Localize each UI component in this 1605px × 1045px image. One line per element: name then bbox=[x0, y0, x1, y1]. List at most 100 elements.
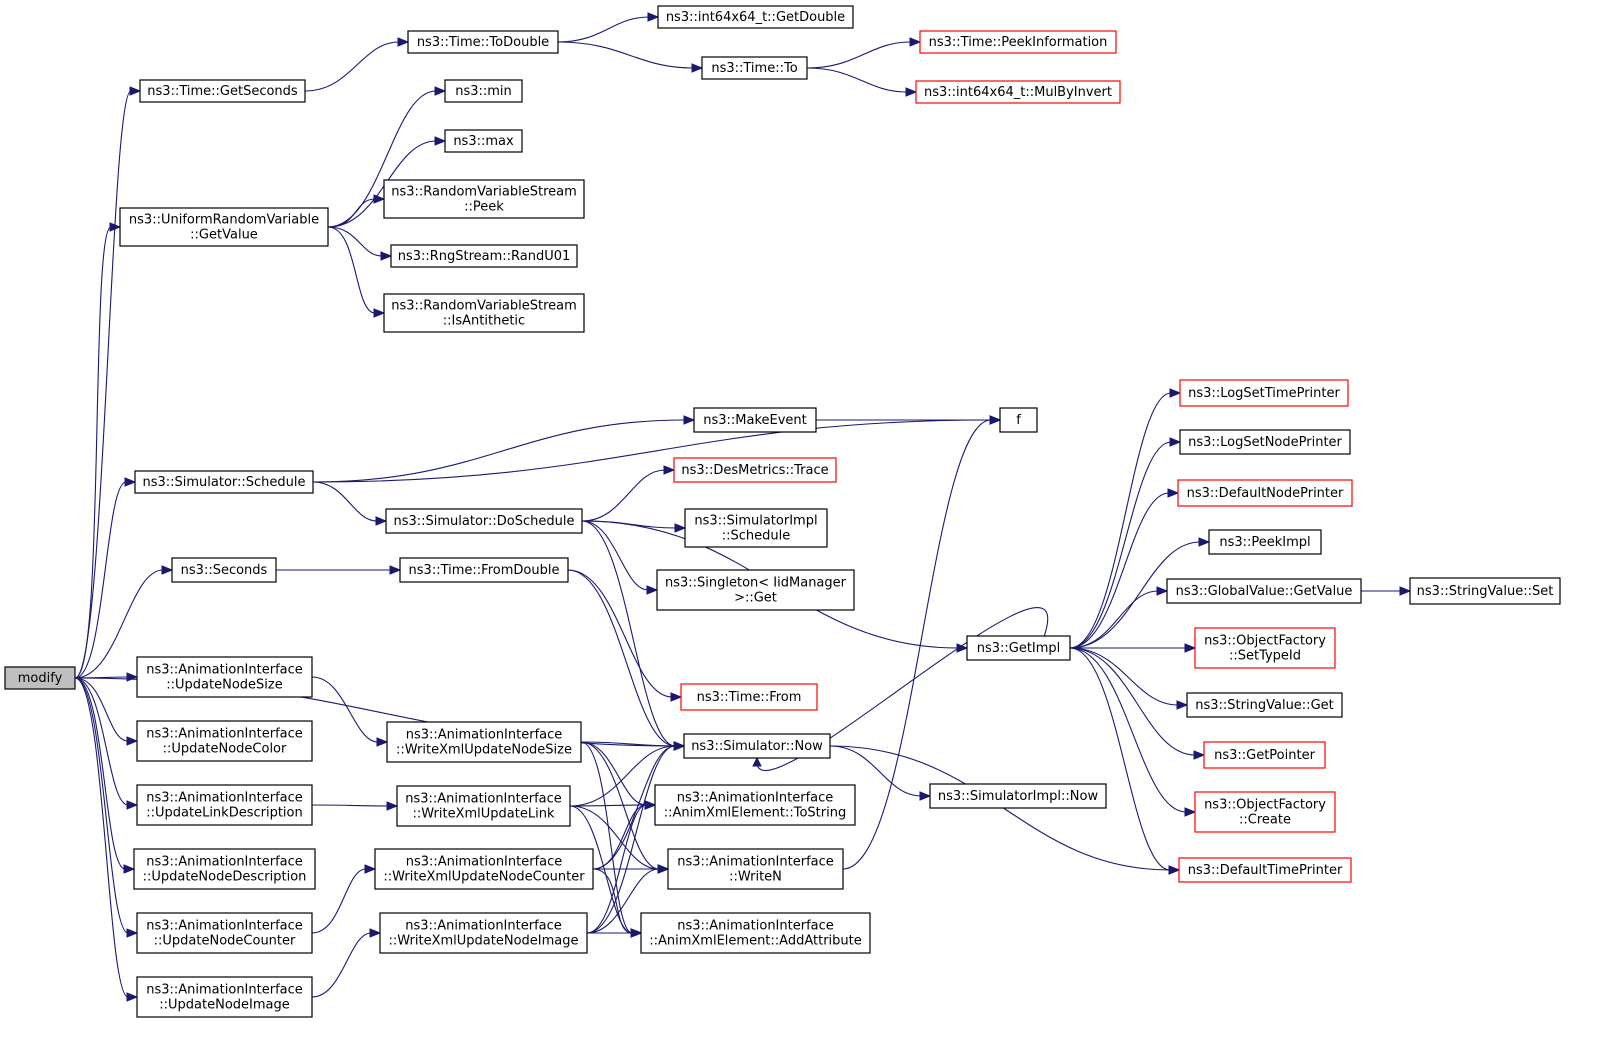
node-ofcreate-box bbox=[1194, 791, 1336, 833]
node-lognode-label-0: ns3::LogSetNodePrinter bbox=[1188, 435, 1342, 450]
node-gvgetvalue[interactable]: ns3::GlobalValue::GetValue bbox=[1166, 578, 1362, 604]
node-ofcreate[interactable]: ns3::ObjectFactory::Create bbox=[1194, 791, 1336, 833]
node-uplinkdesc-label-1: ::UpdateLinkDescription bbox=[146, 806, 303, 821]
node-deftime-label-0: ns3::DefaultTimePrinter bbox=[1188, 863, 1343, 878]
node-implnow[interactable]: ns3::SimulatorImpl::Now bbox=[929, 783, 1107, 809]
node-isanti[interactable]: ns3::RandomVariableStream::IsAntithetic bbox=[383, 293, 585, 333]
node-seconds-box bbox=[171, 557, 277, 583]
node-defnode[interactable]: ns3::DefaultNodePrinter bbox=[1177, 479, 1353, 507]
node-addattr[interactable]: ns3::AnimationInterface::AnimXmlElement:… bbox=[640, 912, 871, 954]
node-upnodecolor-box bbox=[136, 720, 313, 762]
node-max[interactable]: ns3::max bbox=[444, 129, 523, 153]
node-modify-box bbox=[4, 666, 76, 690]
node-upnodeimage-box bbox=[136, 976, 313, 1018]
node-getdouble[interactable]: ns3::int64x64_t::GetDouble bbox=[657, 5, 854, 29]
node-upnodedesc[interactable]: ns3::AnimationInterface::UpdateNodeDescr… bbox=[133, 848, 316, 890]
arrowhead-seconds-to-fromdouble bbox=[389, 565, 402, 575]
node-min[interactable]: ns3::min bbox=[444, 79, 523, 103]
node-now[interactable]: ns3::Simulator::Now bbox=[683, 733, 831, 759]
arrowhead-doschedule-to-singleton bbox=[646, 585, 659, 595]
node-peekinfo[interactable]: ns3::Time::PeekInformation bbox=[919, 30, 1117, 54]
node-peekimpl-label-0: ns3::PeekImpl bbox=[1219, 535, 1310, 550]
edge-uniform-to-randu01 bbox=[327, 226, 383, 257]
node-wxnodecounter-box bbox=[374, 848, 594, 890]
node-from[interactable]: ns3::Time::From bbox=[680, 683, 818, 711]
node-doschedule[interactable]: ns3::Simulator::DoSchedule bbox=[385, 508, 583, 534]
node-writen[interactable]: ns3::AnimationInterface::WriteN bbox=[667, 848, 844, 890]
edge-modify-to-upnodecounter bbox=[74, 677, 129, 934]
edge-uniform-to-min bbox=[327, 90, 437, 228]
node-f[interactable]: f bbox=[999, 407, 1038, 433]
node-wxlink[interactable]: ns3::AnimationInterface::WriteXmlUpdateL… bbox=[396, 785, 571, 827]
node-schedule-label-0: ns3::Simulator::Schedule bbox=[142, 475, 305, 490]
node-fromdouble[interactable]: ns3::Time::FromDouble bbox=[399, 557, 569, 583]
edge-schedule-to-doschedule bbox=[312, 481, 378, 522]
edge-modify-to-seconds bbox=[74, 569, 164, 679]
node-defnode-box bbox=[1177, 479, 1353, 507]
node-getseconds[interactable]: ns3::Time::GetSeconds bbox=[139, 79, 306, 103]
edge-getimpl-to-svget bbox=[1069, 647, 1179, 706]
node-peekimpl[interactable]: ns3::PeekImpl bbox=[1208, 529, 1322, 555]
node-tostring-label-0: ns3::AnimationInterface bbox=[677, 791, 834, 806]
node-peekinfo-label-0: ns3::Time::PeekInformation bbox=[929, 35, 1108, 50]
node-wxnodecounter[interactable]: ns3::AnimationInterface::WriteXmlUpdateN… bbox=[374, 848, 594, 890]
node-peek[interactable]: ns3::RandomVariableStream::Peek bbox=[383, 179, 585, 219]
node-upnodesize[interactable]: ns3::AnimationInterface::UpdateNodeSize bbox=[136, 656, 313, 698]
node-to[interactable]: ns3::Time::To bbox=[701, 56, 808, 80]
node-uplinkdesc[interactable]: ns3::AnimationInterface::UpdateLinkDescr… bbox=[136, 784, 313, 826]
node-svset[interactable]: ns3::StringValue::Set bbox=[1409, 577, 1561, 605]
node-wxnodeimage[interactable]: ns3::AnimationInterface::WriteXmlUpdateN… bbox=[379, 912, 588, 954]
node-schedule[interactable]: ns3::Simulator::Schedule bbox=[134, 470, 314, 494]
node-makeevent[interactable]: ns3::MakeEvent bbox=[693, 407, 817, 433]
node-max-box bbox=[444, 129, 523, 153]
node-lognode[interactable]: ns3::LogSetNodePrinter bbox=[1179, 429, 1351, 455]
node-getpointer[interactable]: ns3::GetPointer bbox=[1203, 741, 1326, 769]
node-getimpl-box bbox=[966, 635, 1071, 661]
node-gvgetvalue-box bbox=[1166, 578, 1362, 604]
node-uniform-box bbox=[119, 207, 329, 247]
node-deftime[interactable]: ns3::DefaultTimePrinter bbox=[1178, 857, 1352, 883]
arrowhead-modify-to-upnodeimage bbox=[126, 992, 139, 1002]
node-trace-label-0: ns3::DesMetrics::Trace bbox=[681, 463, 828, 478]
node-singleton-label-0: ns3::Singleton< IidManager bbox=[665, 576, 847, 591]
node-now-label-0: ns3::Simulator::Now bbox=[691, 739, 823, 754]
node-uniform[interactable]: ns3::UniformRandomVariable::GetValue bbox=[119, 207, 329, 247]
node-todouble[interactable]: ns3::Time::ToDouble bbox=[407, 30, 559, 54]
node-from-label-0: ns3::Time::From bbox=[697, 690, 802, 705]
edge-to-to-peekinfo bbox=[806, 41, 912, 69]
node-upnodeimage[interactable]: ns3::AnimationInterface::UpdateNodeImage bbox=[136, 976, 313, 1018]
edge-wxlink-to-now bbox=[569, 745, 676, 807]
node-singleton[interactable]: ns3::Singleton< IidManager>::Get bbox=[656, 569, 855, 611]
edge-wxnodesize-to-addattr bbox=[580, 741, 633, 934]
node-logtime[interactable]: ns3::LogSetTimePrinter bbox=[1179, 379, 1349, 407]
node-implschedule-label-0: ns3::SimulatorImpl bbox=[694, 514, 817, 529]
node-modify[interactable]: modify bbox=[4, 666, 76, 690]
node-settypeid-box bbox=[1194, 627, 1336, 669]
node-uplinkdesc-label-0: ns3::AnimationInterface bbox=[146, 791, 303, 806]
node-settypeid[interactable]: ns3::ObjectFactory::SetTypeId bbox=[1194, 627, 1336, 669]
edge-modify-to-upnodecolor bbox=[74, 677, 129, 742]
node-makeevent-box bbox=[693, 407, 817, 433]
node-settypeid-label-0: ns3::ObjectFactory bbox=[1204, 634, 1326, 649]
edge-fromdouble-to-from bbox=[567, 569, 673, 698]
node-randu01[interactable]: ns3::RngStream::RandU01 bbox=[390, 244, 578, 268]
node-tostring[interactable]: ns3::AnimationInterface::AnimXmlElement:… bbox=[654, 784, 856, 826]
node-implschedule[interactable]: ns3::SimulatorImpl::Schedule bbox=[684, 508, 828, 548]
node-gvgetvalue-label-0: ns3::GlobalValue::GetValue bbox=[1176, 584, 1353, 599]
node-upnodecounter[interactable]: ns3::AnimationInterface::UpdateNodeCount… bbox=[136, 912, 313, 954]
node-upnodecolor[interactable]: ns3::AnimationInterface::UpdateNodeColor bbox=[136, 720, 313, 762]
node-svget[interactable]: ns3::StringValue::Get bbox=[1186, 692, 1343, 718]
node-seconds[interactable]: ns3::Seconds bbox=[171, 557, 277, 583]
node-mulbyinvert[interactable]: ns3::int64x64_t::MulByInvert bbox=[915, 80, 1121, 104]
node-getdouble-box bbox=[657, 5, 854, 29]
arrowhead-getimpl-to-ofcreate bbox=[1184, 807, 1197, 817]
node-getimpl-label-0: ns3::GetImpl bbox=[977, 641, 1061, 656]
node-getpointer-label-0: ns3::GetPointer bbox=[1214, 748, 1315, 763]
node-trace-box bbox=[673, 457, 837, 483]
node-min-box bbox=[444, 79, 523, 103]
node-trace[interactable]: ns3::DesMetrics::Trace bbox=[673, 457, 837, 483]
arrowhead-getimpl-to-peekimpl bbox=[1198, 537, 1211, 547]
node-wxnodesize[interactable]: ns3::AnimationInterface::WriteXmlUpdateN… bbox=[386, 721, 582, 763]
node-getimpl[interactable]: ns3::GetImpl bbox=[966, 635, 1071, 661]
